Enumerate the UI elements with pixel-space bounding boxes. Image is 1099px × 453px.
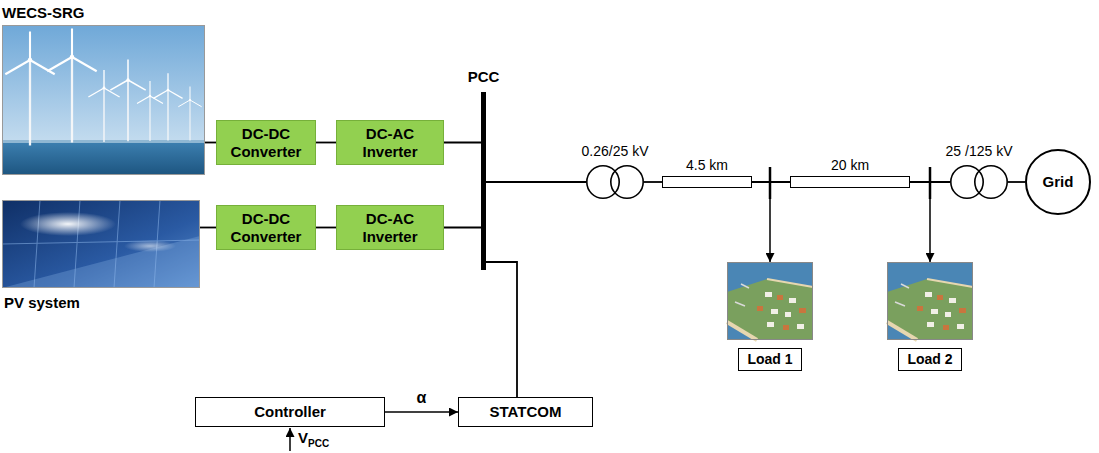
winding-circle bbox=[611, 166, 643, 198]
power-line bbox=[316, 142, 336, 144]
wind-farm: WECS-SRG bbox=[2, 25, 205, 175]
transformer-symbol bbox=[950, 165, 1008, 199]
power-line bbox=[444, 227, 481, 229]
town-picture bbox=[727, 262, 813, 340]
signal-subscript: PCC bbox=[308, 436, 329, 452]
node-label: DC-DC Converter bbox=[223, 125, 309, 161]
power-line bbox=[486, 181, 586, 183]
load-label: Load 1 bbox=[738, 348, 801, 371]
power-line bbox=[444, 142, 481, 144]
load: Load 2 bbox=[887, 262, 973, 371]
node-label: WECS-SRG bbox=[2, 4, 85, 22]
power-line bbox=[1008, 181, 1025, 183]
control-box: STATCOM bbox=[458, 397, 593, 427]
measurement-arrow bbox=[289, 428, 291, 451]
node-label: 25 /125 kV bbox=[946, 143, 1013, 159]
node-label: 0.26/25 kV bbox=[582, 143, 649, 159]
node-label: STATCOM bbox=[490, 403, 562, 421]
signal-name: VPCC bbox=[298, 430, 329, 448]
node-label: Controller bbox=[254, 403, 326, 421]
converter-box: DC-DC Converter bbox=[216, 205, 316, 250]
line-impedance: 4.5 km bbox=[662, 176, 752, 188]
pv-array: PV system bbox=[2, 200, 200, 288]
signal-arrow bbox=[385, 411, 458, 413]
power-line bbox=[205, 142, 216, 144]
node-label: DC-AC Inverter bbox=[343, 210, 437, 246]
signal-symbol: V bbox=[298, 430, 308, 446]
town-picture bbox=[887, 262, 973, 340]
transformer: 25 /125 kV bbox=[950, 165, 1008, 199]
node-label: DC-AC Inverter bbox=[343, 125, 437, 161]
load-label: Load 2 bbox=[898, 348, 961, 371]
transformer: 0.26/25 kV bbox=[586, 165, 644, 199]
converter-box: DC-AC Inverter bbox=[336, 205, 444, 250]
node-label: PCC bbox=[468, 68, 500, 86]
winding-circle bbox=[975, 166, 1007, 198]
control-box: Controller bbox=[195, 397, 385, 427]
node-label: DC-DC Converter bbox=[223, 210, 309, 246]
grid-source: Grid bbox=[1025, 149, 1091, 215]
node-label: 4.5 km bbox=[686, 157, 728, 173]
power-line bbox=[644, 181, 662, 183]
line-impedance: 20 km bbox=[790, 176, 910, 188]
signal-arrow bbox=[910, 182, 930, 262]
transformer-symbol bbox=[586, 165, 644, 199]
power-line bbox=[486, 262, 517, 397]
node-label: 20 km bbox=[831, 157, 869, 173]
node-label: Grid bbox=[1043, 173, 1074, 191]
pv-panel-picture bbox=[2, 200, 200, 288]
converter-box: DC-DC Converter bbox=[216, 120, 316, 165]
edge-label: α bbox=[415, 389, 429, 407]
node-label: PV system bbox=[4, 294, 80, 312]
power-line bbox=[316, 227, 336, 229]
load: Load 1 bbox=[727, 262, 813, 371]
pcc-bus: PCC bbox=[481, 92, 486, 270]
converter-box: DC-AC Inverter bbox=[336, 120, 444, 165]
wind-farm-picture bbox=[2, 25, 205, 175]
signal-arrow bbox=[752, 182, 770, 262]
power-line bbox=[200, 227, 216, 229]
